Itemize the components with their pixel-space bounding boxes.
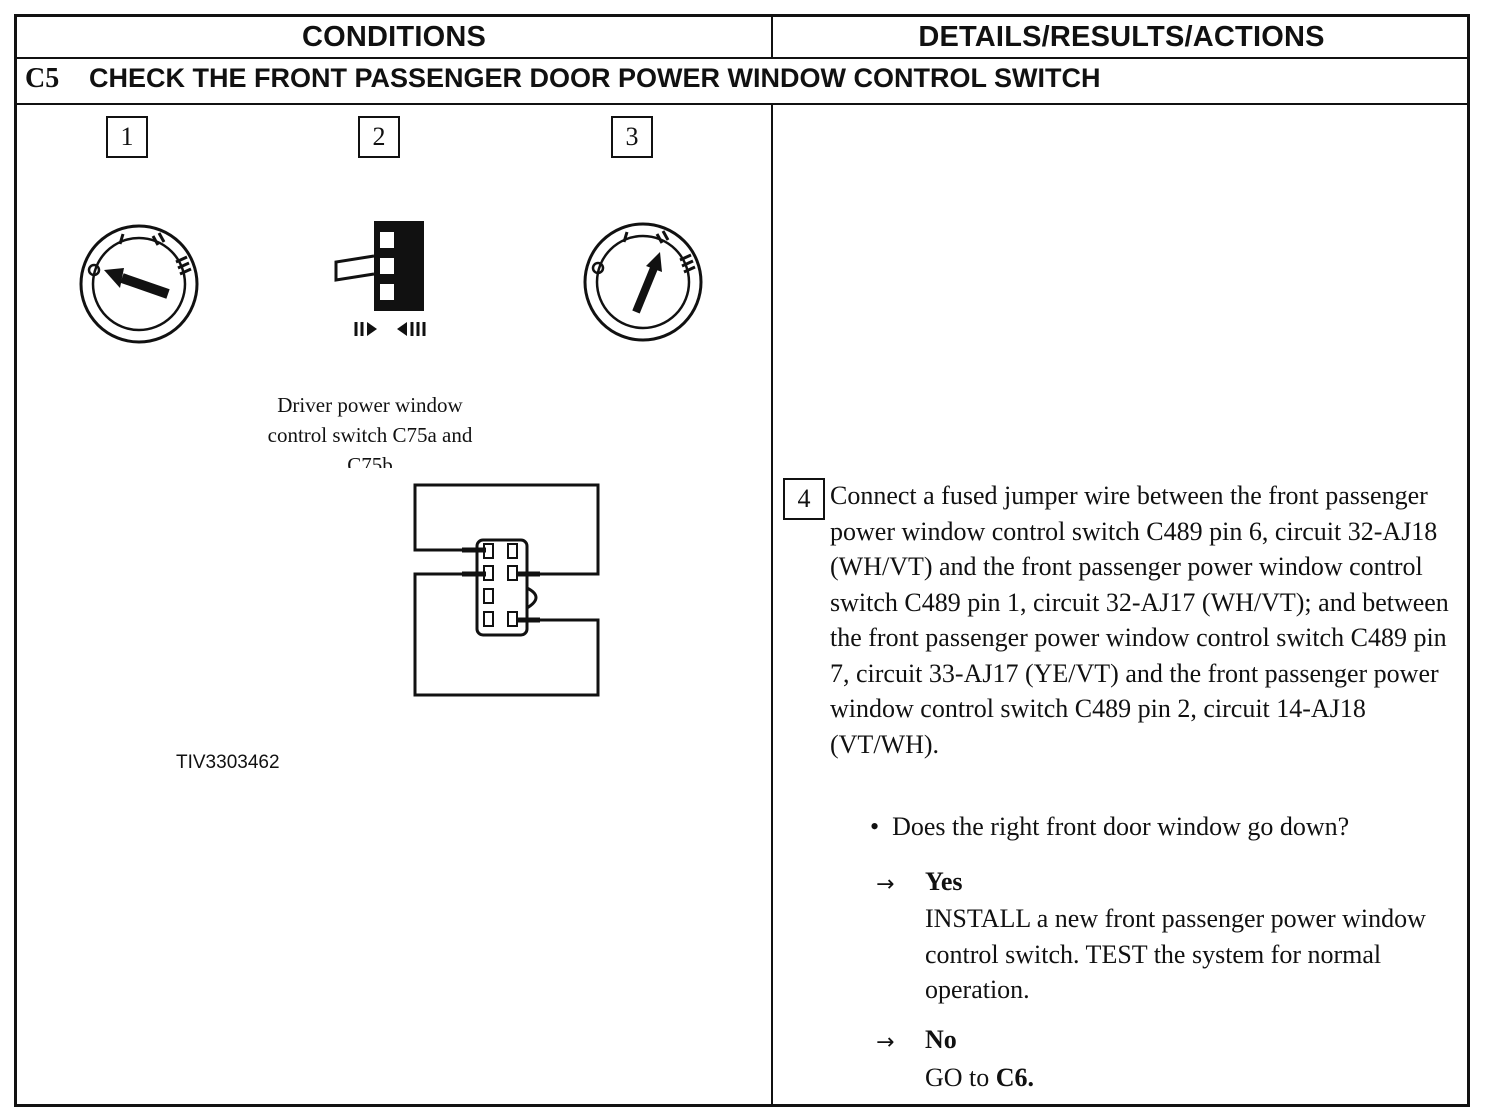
arrow-right-icon: →	[876, 872, 895, 897]
question-text: Does the right front door window go down…	[892, 812, 1350, 841]
arrow-right-icon: →	[876, 1030, 895, 1055]
bullet-icon: •	[870, 812, 893, 841]
step-label-3: 3	[611, 116, 653, 158]
question-item: • Does the right front door window go do…	[870, 812, 1349, 842]
figure-caption: Driver power window control switch C75a …	[267, 393, 473, 468]
instruction-number: 4	[783, 478, 825, 520]
no-label: No	[925, 1025, 957, 1054]
yes-label: Yes	[925, 867, 963, 896]
no-text: GO to C6.	[925, 1060, 1445, 1096]
no-text-prefix: GO to	[925, 1063, 996, 1092]
figure-id: TIV3303462	[176, 752, 280, 773]
ignition-off-icon	[79, 224, 199, 344]
step-label-1: 1	[106, 116, 148, 158]
body-column-divider	[771, 103, 773, 1104]
step-title: CHECK THE FRONT PASSENGER DOOR POWER WIN…	[89, 63, 1101, 93]
details-header: DETAILS/RESULTS/ACTIONS	[918, 21, 1325, 53]
jumper-wiring-diagram-icon	[413, 483, 600, 697]
ignition-run-icon	[583, 222, 703, 342]
column-divider	[771, 17, 773, 57]
yes-text: INSTALL a new front passenger power wind…	[925, 904, 1426, 1004]
no-text-target: C6.	[995, 1063, 1035, 1092]
step-label-2: 2	[358, 116, 400, 158]
instruction-text: Connect a fused jumper wire between the …	[830, 481, 1449, 759]
conditions-header: CONDITIONS	[301, 21, 487, 53]
conditions-illustration	[79, 221, 703, 697]
step-id: C5	[25, 63, 60, 94]
table-header-row: CONDITIONS DETAILS/RESULTS/ACTIONS	[17, 17, 1467, 59]
step-title-row: C5 CHECK THE FRONT PASSENGER DOOR POWER …	[17, 57, 1467, 105]
connector-disconnect-icon	[334, 221, 426, 336]
procedure-table: CONDITIONS DETAILS/RESULTS/ACTIONS C5 CH…	[14, 14, 1470, 1107]
